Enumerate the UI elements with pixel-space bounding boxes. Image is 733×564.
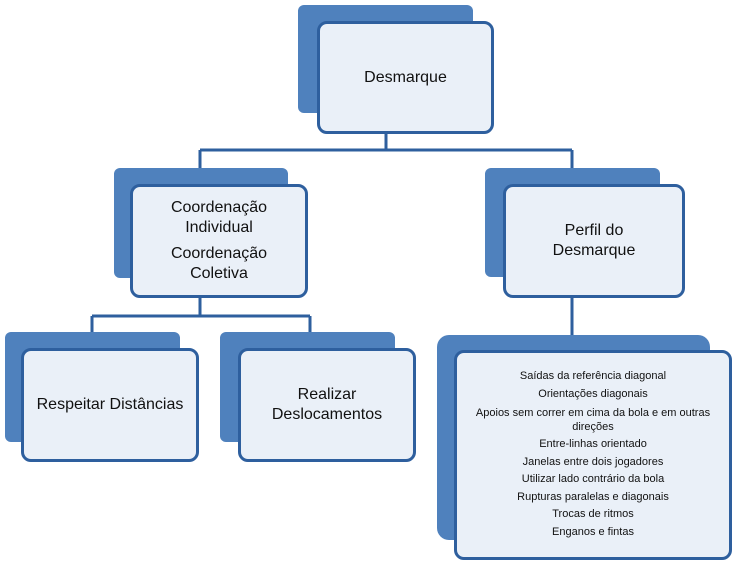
- node-movements-card: Realizar Deslocamentos: [238, 348, 416, 462]
- list-item: Apoios sem correr em cima da bola e em o…: [475, 406, 711, 433]
- list-item: Trocas de ritmos: [552, 508, 634, 521]
- node-movements-label: Realizar Deslocamentos: [271, 386, 383, 423]
- node-desmarque-card: Desmarque: [317, 21, 494, 134]
- list-item: Orientações diagonais: [538, 387, 648, 400]
- node-profile-card: Perfil do Desmarque: [503, 184, 685, 298]
- list-item: Entre-linhas orientado: [539, 438, 647, 451]
- node-profile-label: Perfil do Desmarque: [552, 222, 636, 259]
- node-profile-list-card: Saídas da referência diagonal Orientaçõe…: [454, 350, 732, 560]
- node-distances-card: Respeitar Distâncias: [21, 348, 199, 462]
- list-item: Janelas entre dois jogadores: [522, 455, 664, 468]
- list-item: Utilizar lado contrário da bola: [521, 473, 665, 486]
- node-coordination-line2: Coordenação Coletiva: [170, 245, 268, 282]
- node-distances-label: Respeitar Distâncias: [36, 396, 184, 413]
- node-coordination-card: Coordenação Individual Coordenação Colet…: [130, 184, 308, 298]
- list-item: Enganos e fintas: [552, 526, 634, 539]
- node-desmarque-label: Desmarque: [364, 68, 447, 86]
- node-coordination-line1: Coordenação Individual: [170, 199, 268, 236]
- list-item: Rupturas paralelas e diagonais: [517, 490, 669, 503]
- list-item: Saídas da referência diagonal: [519, 370, 667, 383]
